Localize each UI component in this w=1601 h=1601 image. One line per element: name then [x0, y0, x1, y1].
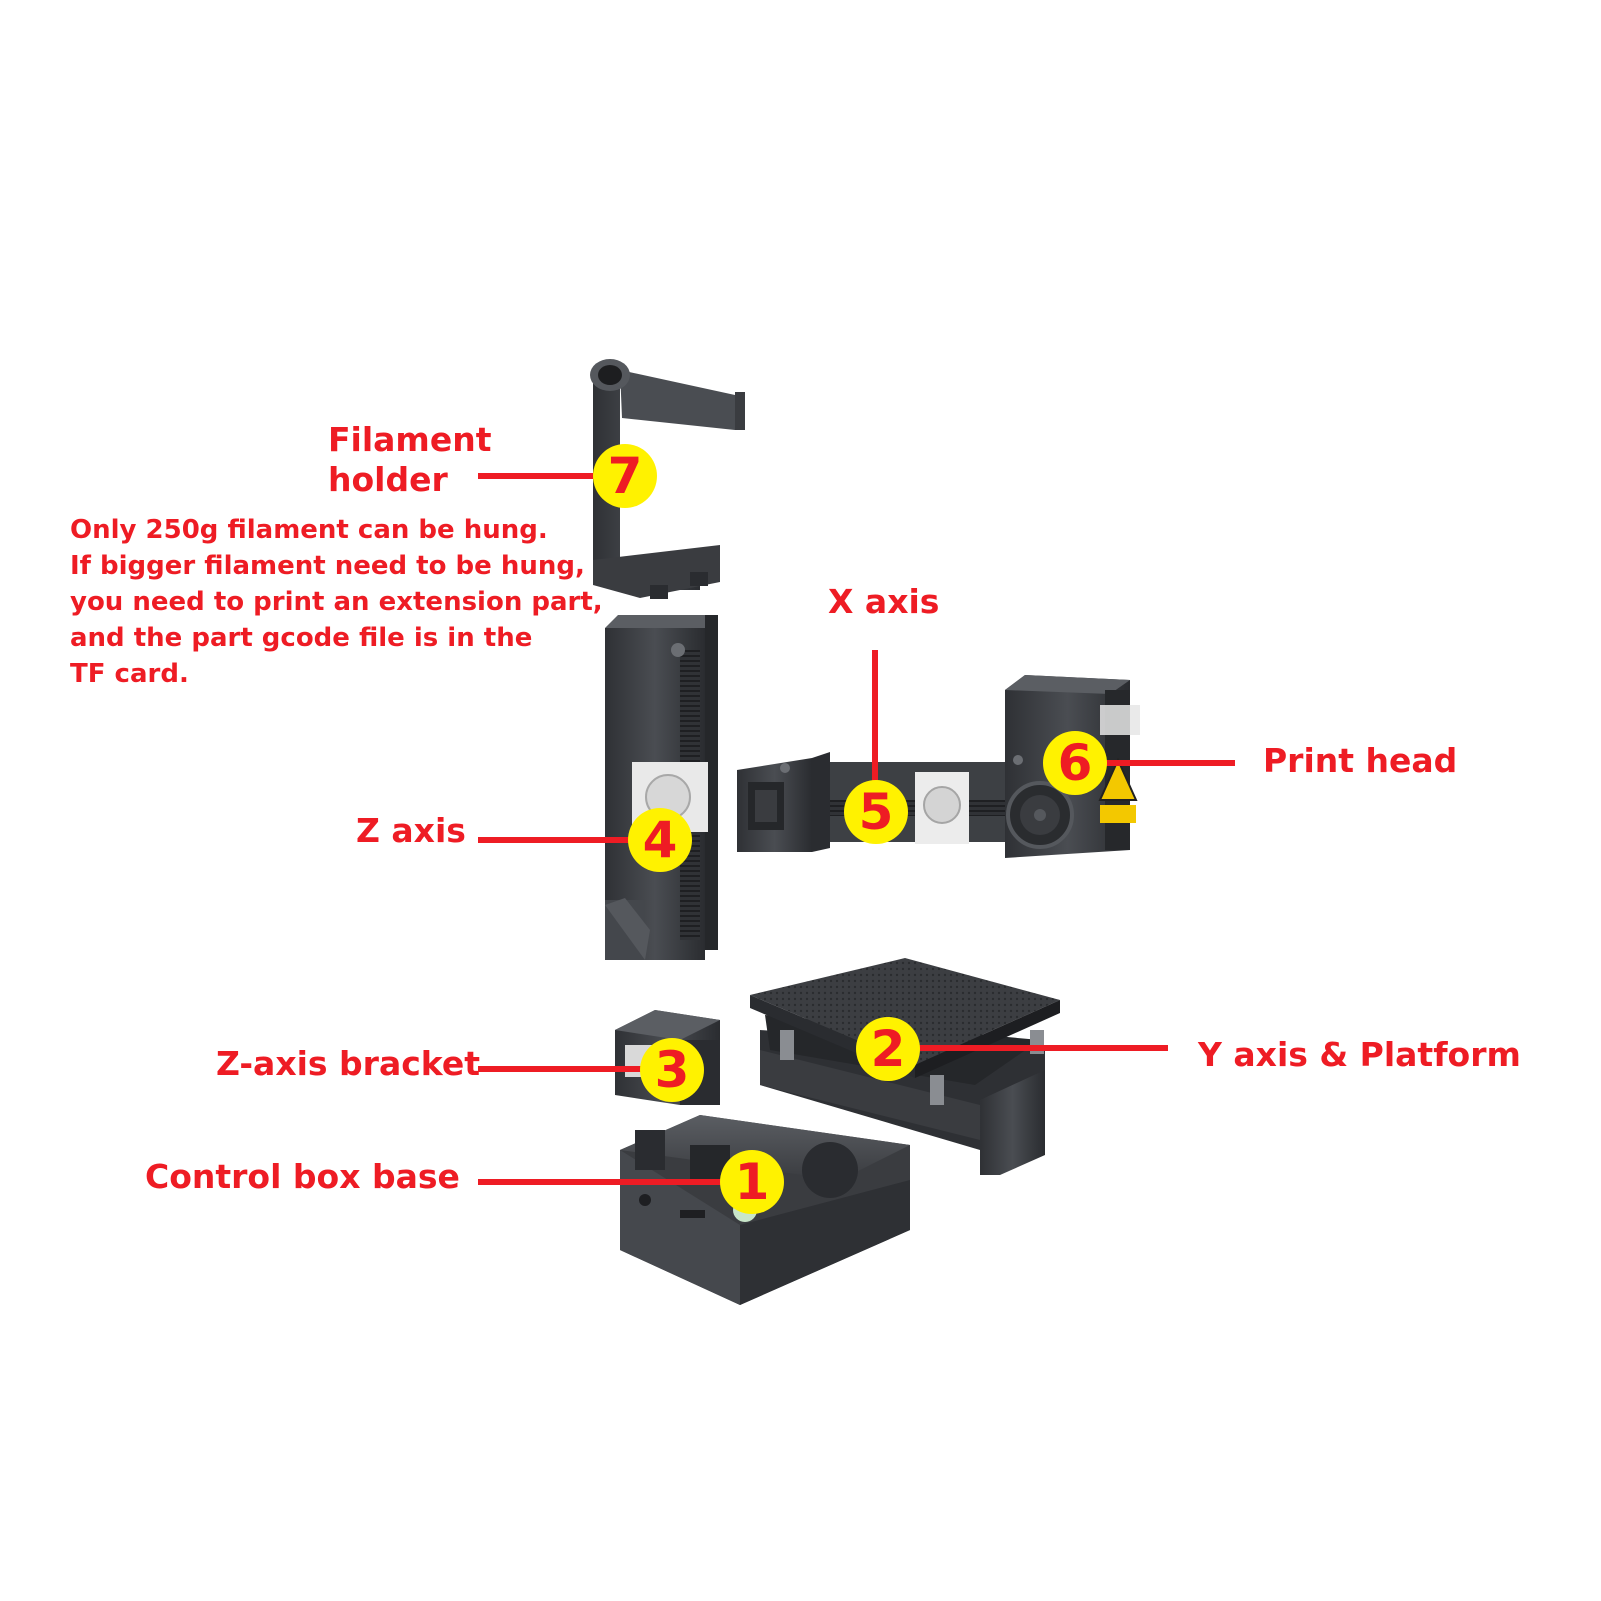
label-filament-holder: Filament holder: [328, 420, 492, 499]
badge-5: 5: [844, 780, 908, 844]
badge-4: 4: [628, 808, 692, 872]
leader-line-7: [478, 473, 623, 479]
badge-7: 7: [593, 444, 657, 508]
badge-2: 2: [856, 1017, 920, 1081]
y-axis-platform-part: [750, 958, 1060, 1175]
leader-line-1: [478, 1179, 740, 1185]
badge-6: 6: [1043, 731, 1107, 795]
leader-line-3: [478, 1066, 663, 1072]
label-z-axis: Z axis: [356, 811, 466, 850]
leader-line-6: [1070, 760, 1235, 766]
x-axis-part: [737, 752, 1010, 852]
z-axis-part: [605, 615, 718, 960]
label-filament-note: Only 250g filament can be hung. If bigge…: [70, 515, 603, 689]
label-control-box-base: Control box base: [145, 1157, 460, 1196]
leader-line-4: [478, 837, 660, 843]
label-print-head: Print head: [1263, 741, 1458, 780]
badge-1: 1: [720, 1150, 784, 1214]
leader-line-5: [872, 650, 878, 795]
leader-line-2: [888, 1045, 1168, 1051]
filament-holder-part: [590, 359, 745, 599]
label-y-axis-platform: Y axis & Platform: [1198, 1035, 1521, 1074]
badge-3: 3: [640, 1038, 704, 1102]
label-z-axis-bracket: Z-axis bracket: [216, 1044, 480, 1083]
label-x-axis: X axis: [828, 582, 940, 621]
